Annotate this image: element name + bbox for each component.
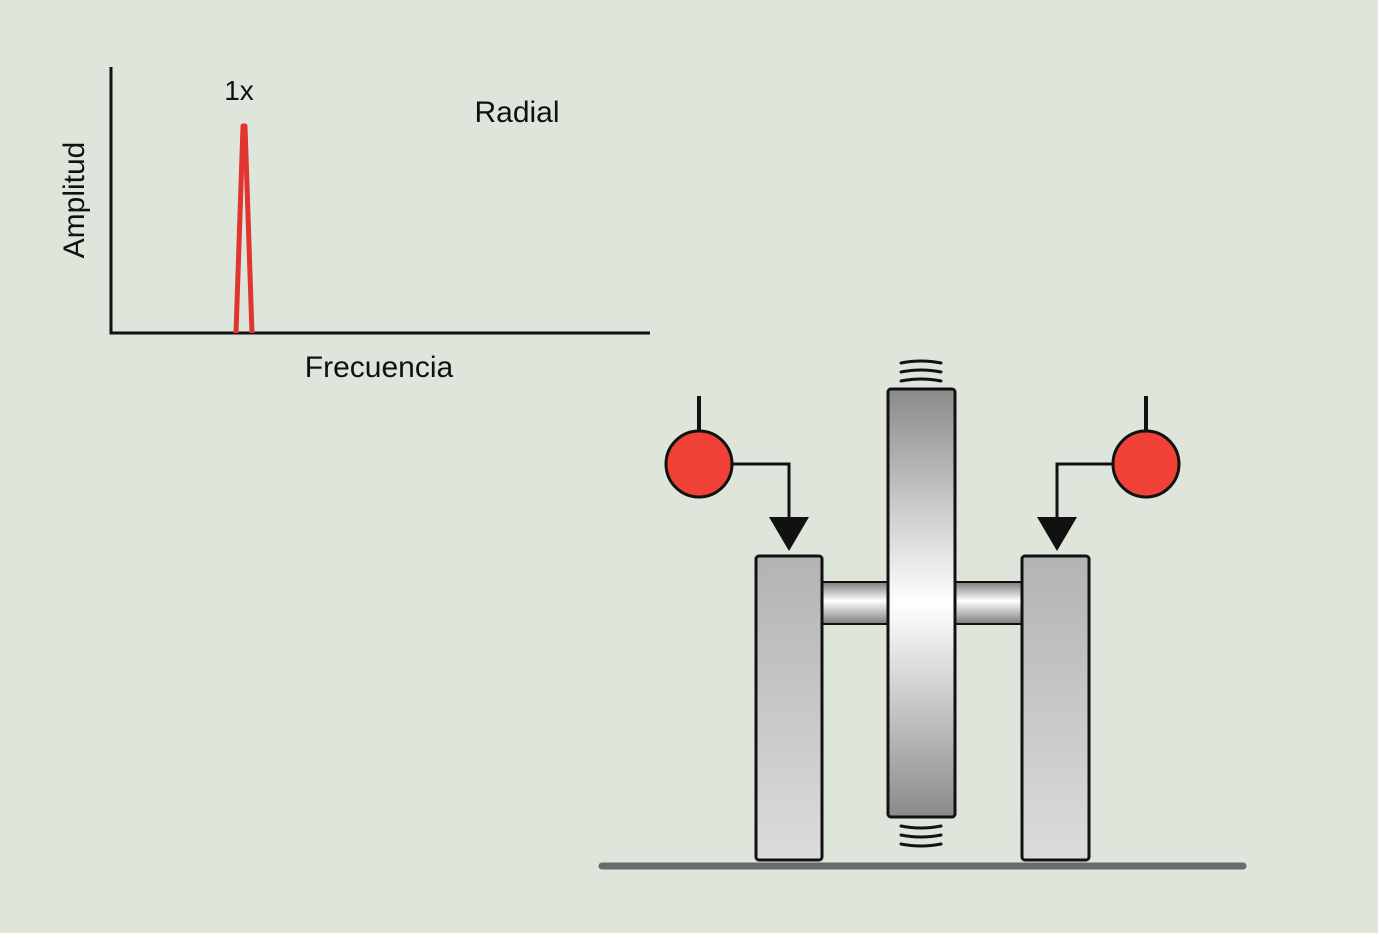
spectrum-chart: 1x Radial Frecuencia Amplitud <box>58 67 650 384</box>
sensor-left <box>664 396 809 551</box>
y-axis-label: Amplitud <box>58 142 91 259</box>
machine-diagram <box>598 359 1247 870</box>
sensor-left-transducer <box>664 429 734 499</box>
sensor-right-arrowhead <box>1037 517 1077 551</box>
chart-axes <box>109 67 650 335</box>
x-axis-label: Frecuencia <box>305 351 454 384</box>
sensor-right <box>1037 396 1181 551</box>
vibration-marks-bottom <box>899 824 943 848</box>
shaft-left <box>821 581 891 625</box>
sensor-right-transducer <box>1111 429 1181 499</box>
shaft-right <box>953 581 1025 625</box>
peak-1x-label: 1x <box>224 75 254 106</box>
bearing-right <box>1020 554 1091 862</box>
vibration-marks-top <box>899 359 943 383</box>
bearing-left <box>754 554 824 862</box>
direction-label: Radial <box>474 96 559 129</box>
sensor-right-lead <box>1055 462 1113 520</box>
peak-1x-line <box>233 123 255 334</box>
sensor-left-arrowhead <box>769 517 809 551</box>
rotor-disc <box>886 387 957 819</box>
sensor-left-lead <box>732 462 791 520</box>
